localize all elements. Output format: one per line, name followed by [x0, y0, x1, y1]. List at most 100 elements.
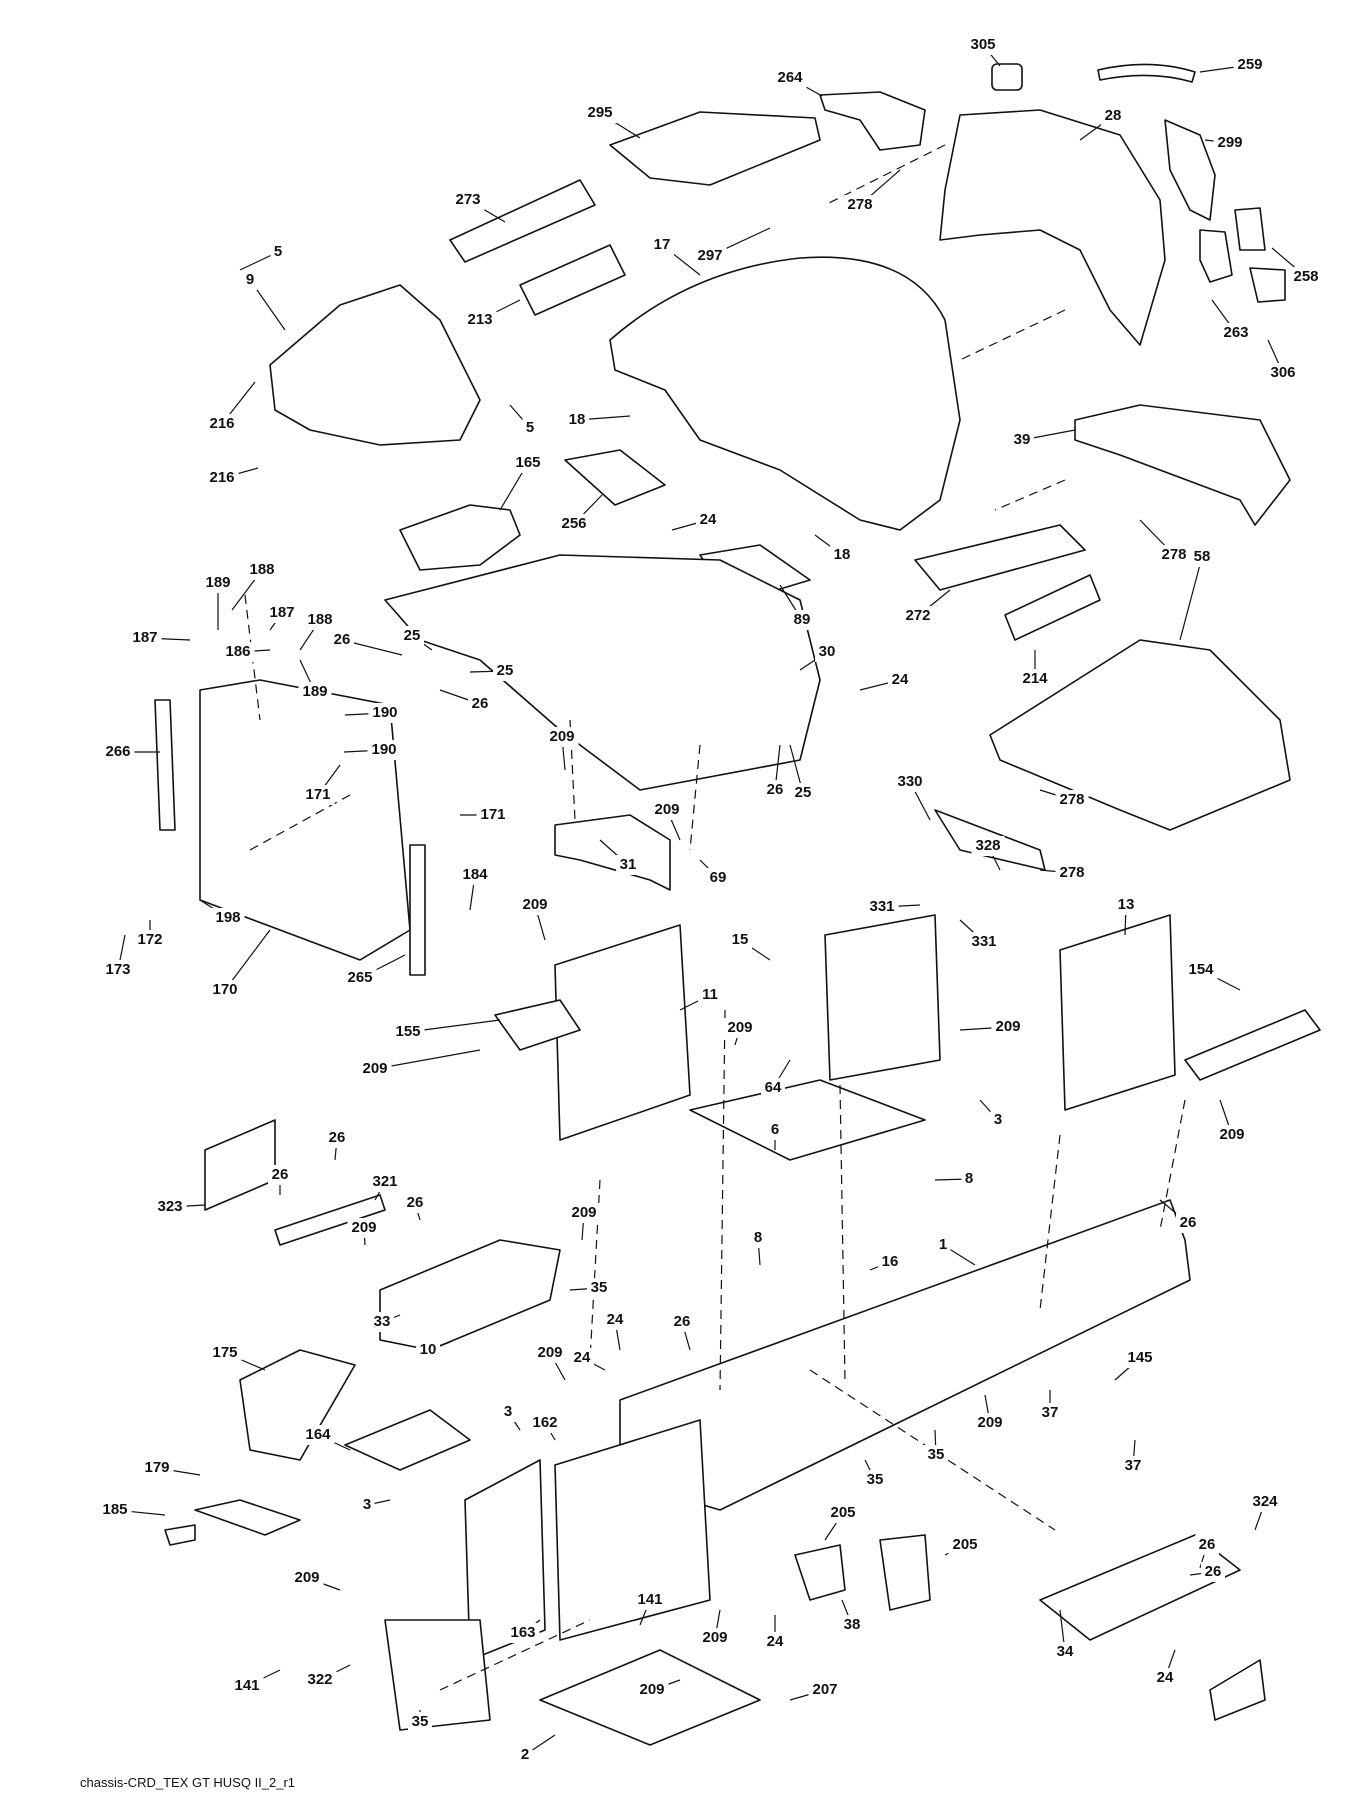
callout-label: 26: [272, 1166, 289, 1183]
callout-label: 26: [1205, 1563, 1222, 1580]
callout-label: 209: [522, 896, 547, 913]
callout-label-background: [208, 980, 242, 1000]
callout-label-background: [133, 930, 167, 950]
callout-label-background: [242, 270, 258, 290]
callout-label: 297: [697, 247, 722, 264]
callout-label: 31: [620, 856, 637, 873]
callout-label: 64: [765, 1079, 782, 1096]
callout-label: 278: [1059, 864, 1084, 881]
callout-label-background: [990, 1110, 1006, 1130]
callout-label-background: [830, 545, 854, 565]
callout-label: 3: [504, 1403, 512, 1420]
part-30-fender: [384, 554, 821, 791]
callout-label-background: [767, 1120, 783, 1140]
callout-label-background: [506, 1623, 540, 1643]
callout-label-background: [1055, 790, 1089, 810]
callout-label: 209: [294, 1569, 319, 1586]
callout-label-background: [370, 1312, 394, 1332]
callout-label-background: [935, 1235, 951, 1255]
part-9-dash: [269, 284, 481, 446]
callout-label-background: [330, 630, 354, 650]
callout-label-background: [359, 1495, 375, 1515]
callout-label-background: [773, 68, 807, 88]
part-155-bracket: [494, 999, 581, 1051]
callout-label: 209: [537, 1344, 562, 1361]
callout-label-background: [301, 785, 335, 805]
part-11-side-plate: [554, 924, 691, 1141]
callout-label: 35: [591, 1279, 608, 1296]
callout-label-background: [208, 1343, 242, 1363]
callout-label: 26: [472, 695, 489, 712]
callout-label-background: [298, 682, 332, 702]
diagram-caption: chassis-CRD_TEX GT HUSQ II_2_r1: [80, 1775, 295, 1790]
callout-label-background: [347, 1218, 381, 1238]
callout-label-background: [1266, 363, 1300, 383]
callout-label-background: [101, 960, 135, 980]
part-33-tray: [379, 1239, 561, 1351]
callout-label: 3: [363, 1496, 371, 1513]
callout-label: 209: [639, 1681, 664, 1698]
callout-label-background: [1219, 323, 1253, 343]
callout-label: 164: [305, 1426, 331, 1443]
callout-label: 1: [939, 1236, 947, 1253]
callout-label: 209: [977, 1414, 1002, 1431]
callout-label: 207: [812, 1681, 837, 1698]
callout-label: 69: [710, 869, 727, 886]
part-6-plate: [689, 1079, 926, 1161]
callout-label: 25: [497, 662, 514, 679]
callout-label-background: [1121, 1456, 1145, 1476]
callout-label: 5: [526, 419, 534, 436]
callout-label-background: [303, 1670, 337, 1690]
callout-label: 141: [234, 1677, 259, 1694]
part-58-floor-pan: [989, 639, 1291, 831]
callout-label-background: [391, 1022, 425, 1042]
callout-label: 306: [1270, 364, 1295, 381]
callout-label-background: [511, 453, 545, 473]
callout-label: 305: [970, 36, 995, 53]
callout-label-background: [1215, 1125, 1249, 1145]
callout-label-background: [635, 1680, 669, 1700]
part-154-bracket: [1184, 1009, 1321, 1081]
callout-label-background: [140, 1458, 174, 1478]
callout-label-background: [865, 897, 899, 917]
callout-label: 185: [102, 1501, 127, 1518]
callout-label: 190: [372, 704, 397, 721]
callout-label: 25: [795, 784, 812, 801]
part-266-rail: [154, 699, 176, 831]
callout-label: 258: [1293, 268, 1318, 285]
callout-label-background: [616, 855, 640, 875]
callout-label: 24: [1157, 1669, 1174, 1686]
callout-label-background: [368, 703, 402, 723]
callout-label-background: [693, 246, 727, 266]
callout-label: 18: [569, 411, 586, 428]
callout-label: 216: [209, 469, 234, 486]
callout-label-background: [408, 1712, 432, 1732]
callout-label: 265: [347, 969, 372, 986]
part-28-front-grille: [939, 109, 1166, 346]
part-299-side-panel: [1164, 119, 1216, 221]
callout-label: 165: [515, 454, 540, 471]
callout-label: 264: [777, 69, 803, 86]
callout-label: 324: [1252, 1493, 1278, 1510]
callout-label-background: [1176, 1213, 1200, 1233]
callout-label: 273: [455, 191, 480, 208]
callout-label-background: [696, 510, 720, 530]
callout-label-background: [991, 1017, 1025, 1037]
callout-label-background: [826, 1503, 860, 1523]
callout-label: 278: [847, 196, 872, 213]
callout-label-background: [878, 1252, 902, 1272]
part-324-plate: [1209, 1659, 1266, 1721]
callout-label: 179: [144, 1459, 169, 1476]
callout-label-background: [1101, 106, 1125, 126]
callout-label: 24: [607, 1311, 624, 1328]
callout-label: 209: [549, 728, 574, 745]
callout-label-background: [650, 235, 674, 255]
part-39-bracket: [1074, 404, 1291, 526]
callout-label-background: [358, 1059, 392, 1079]
callout-label-background: [1201, 1562, 1225, 1582]
callout-label: 33: [374, 1313, 391, 1330]
callout-label-background: [763, 1632, 787, 1652]
callout-label-background: [128, 628, 162, 648]
part-2-bracket: [384, 1619, 491, 1731]
callout-label: 175: [212, 1344, 237, 1361]
